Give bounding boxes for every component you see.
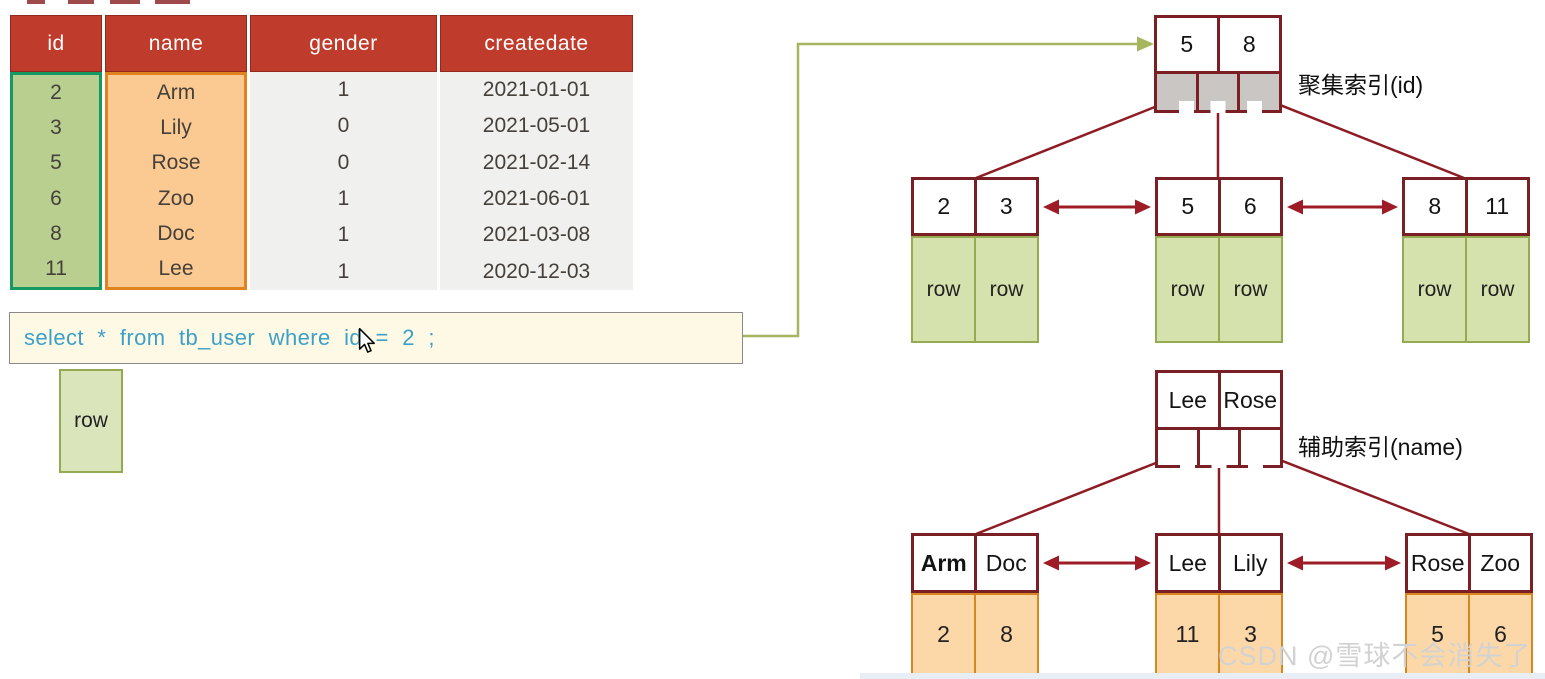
row-data-cell: row — [1155, 236, 1220, 343]
secondary-root-pointer-row — [1155, 427, 1284, 468]
id-column-highlight: 2 3 5 6 8 11 — [10, 72, 102, 290]
createdate-column: 2021-01-01 2021-05-01 2021-02-14 2021-06… — [440, 72, 633, 290]
tree-key-cell: 2 — [911, 177, 977, 236]
table-cell: 5 — [50, 151, 62, 175]
secondary-index-label: 辅助索引(name) — [1298, 434, 1463, 460]
table-cell: 1 — [337, 78, 350, 102]
tree-key-cell: 11 — [1464, 177, 1530, 236]
table-cell: Arm — [156, 80, 196, 104]
gender-column: 1 0 0 1 1 1 — [250, 72, 437, 290]
table-cell: Zoo — [157, 186, 195, 210]
pointer-cell — [1155, 427, 1200, 468]
primary-key-cell: 8 — [974, 593, 1039, 675]
primary-key-cell: 2 — [911, 593, 976, 675]
sql-query-text: select * from tb_user where id = 2 ; — [24, 325, 435, 350]
pointer-cell — [1238, 427, 1284, 468]
table-cell: 3 — [50, 115, 62, 139]
table-header-id: id — [10, 15, 102, 72]
pointer-cell — [1154, 71, 1199, 113]
mouse-cursor-icon — [358, 328, 375, 353]
table-cell: 0 — [337, 150, 350, 174]
table-cell: 2 — [50, 80, 62, 104]
table-cell: 2020-12-03 — [482, 259, 591, 283]
table-cell: 8 — [50, 221, 62, 245]
tree-key-cell: Lee — [1155, 370, 1221, 430]
table-cell: Lee — [158, 257, 194, 281]
primary-key-cell: 6 — [1468, 593, 1533, 675]
tree-key-cell: 5 — [1154, 15, 1220, 74]
watermark-text: CSDN @雪球不会消失了 — [1218, 641, 1532, 671]
row-data-cell: row — [1402, 236, 1467, 343]
clustered-root-node: 5 8 — [1154, 15, 1283, 113]
name-column-highlight: Arm Lily Rose Zoo Doc Lee — [105, 72, 247, 290]
primary-key-cell: 3 — [1218, 593, 1283, 675]
pointer-cell — [1196, 427, 1242, 468]
table-cell: Doc — [157, 221, 195, 245]
tree-key-cell: Lily — [1217, 533, 1283, 593]
tree-key-cell: 5 — [1155, 177, 1221, 236]
tree-key-cell: Rose — [1405, 533, 1471, 593]
table-cell: Rose — [151, 151, 201, 175]
table-cell: 0 — [337, 114, 350, 138]
table-cell: Lily — [160, 115, 192, 139]
clustered-leaf-node: 5 6 row row — [1155, 177, 1283, 343]
cropped-text-fragment — [68, 0, 94, 4]
clustered-index-label: 聚集索引(id) — [1298, 72, 1424, 98]
table-cell: 2021-01-01 — [482, 78, 591, 102]
tree-key-cell: Arm — [911, 533, 977, 593]
table-cell: 2021-05-01 — [482, 114, 591, 138]
table-header-createdate: createdate — [440, 15, 633, 72]
tree-key-cell: 8 — [1402, 177, 1468, 236]
table-cell: 1 — [337, 187, 350, 211]
secondary-leaf-node: Arm Doc 2 8 — [911, 533, 1039, 675]
pointer-cell — [1195, 71, 1241, 113]
tree-key-cell: Rose — [1217, 370, 1283, 430]
tree-key-cell: Doc — [973, 533, 1039, 593]
result-row-box: row — [59, 369, 123, 473]
cropped-text-fragment — [110, 0, 140, 4]
table-cell: 11 — [45, 257, 67, 281]
row-data-cell: row — [1218, 236, 1283, 343]
cropped-text-fragment — [155, 0, 190, 4]
clustered-root-pointer-row — [1154, 71, 1283, 113]
tree-key-cell: 8 — [1216, 15, 1282, 74]
clustered-leaf-node: 8 11 row row — [1402, 177, 1530, 343]
tree-key-cell: 6 — [1217, 177, 1283, 236]
table-cell: 2021-06-01 — [482, 187, 591, 211]
clustered-leaf-node: 2 3 row row — [911, 177, 1039, 343]
table-cell: 1 — [337, 259, 350, 283]
sql-query-box: select * from tb_user where id = 2 ; — [9, 312, 743, 364]
table-cell: 1 — [337, 223, 350, 247]
table-header-name: name — [105, 15, 247, 72]
secondary-leaf-node: Lee Lily 11 3 — [1155, 533, 1283, 675]
tree-key-cell: 3 — [973, 177, 1039, 236]
row-data-cell: row — [911, 236, 976, 343]
table-cell: 6 — [50, 186, 62, 210]
pointer-cell — [1237, 71, 1283, 113]
row-data-cell: row — [974, 236, 1039, 343]
secondary-root-node: Lee Rose — [1155, 370, 1284, 468]
table-header-gender: gender — [250, 15, 437, 72]
tree-key-cell: Lee — [1155, 533, 1221, 593]
users-table: id name gender createdate 2 3 5 6 8 11 A… — [0, 0, 650, 300]
cropped-text-fragment — [27, 0, 45, 4]
bottom-edge-strip — [860, 673, 1545, 679]
table-cell: 2021-02-14 — [482, 150, 591, 174]
primary-key-cell: 11 — [1155, 593, 1220, 675]
tree-key-cell: Zoo — [1467, 533, 1533, 593]
table-cell: 2021-03-08 — [482, 223, 591, 247]
result-row-label: row — [74, 409, 108, 432]
row-data-cell: row — [1465, 236, 1530, 343]
